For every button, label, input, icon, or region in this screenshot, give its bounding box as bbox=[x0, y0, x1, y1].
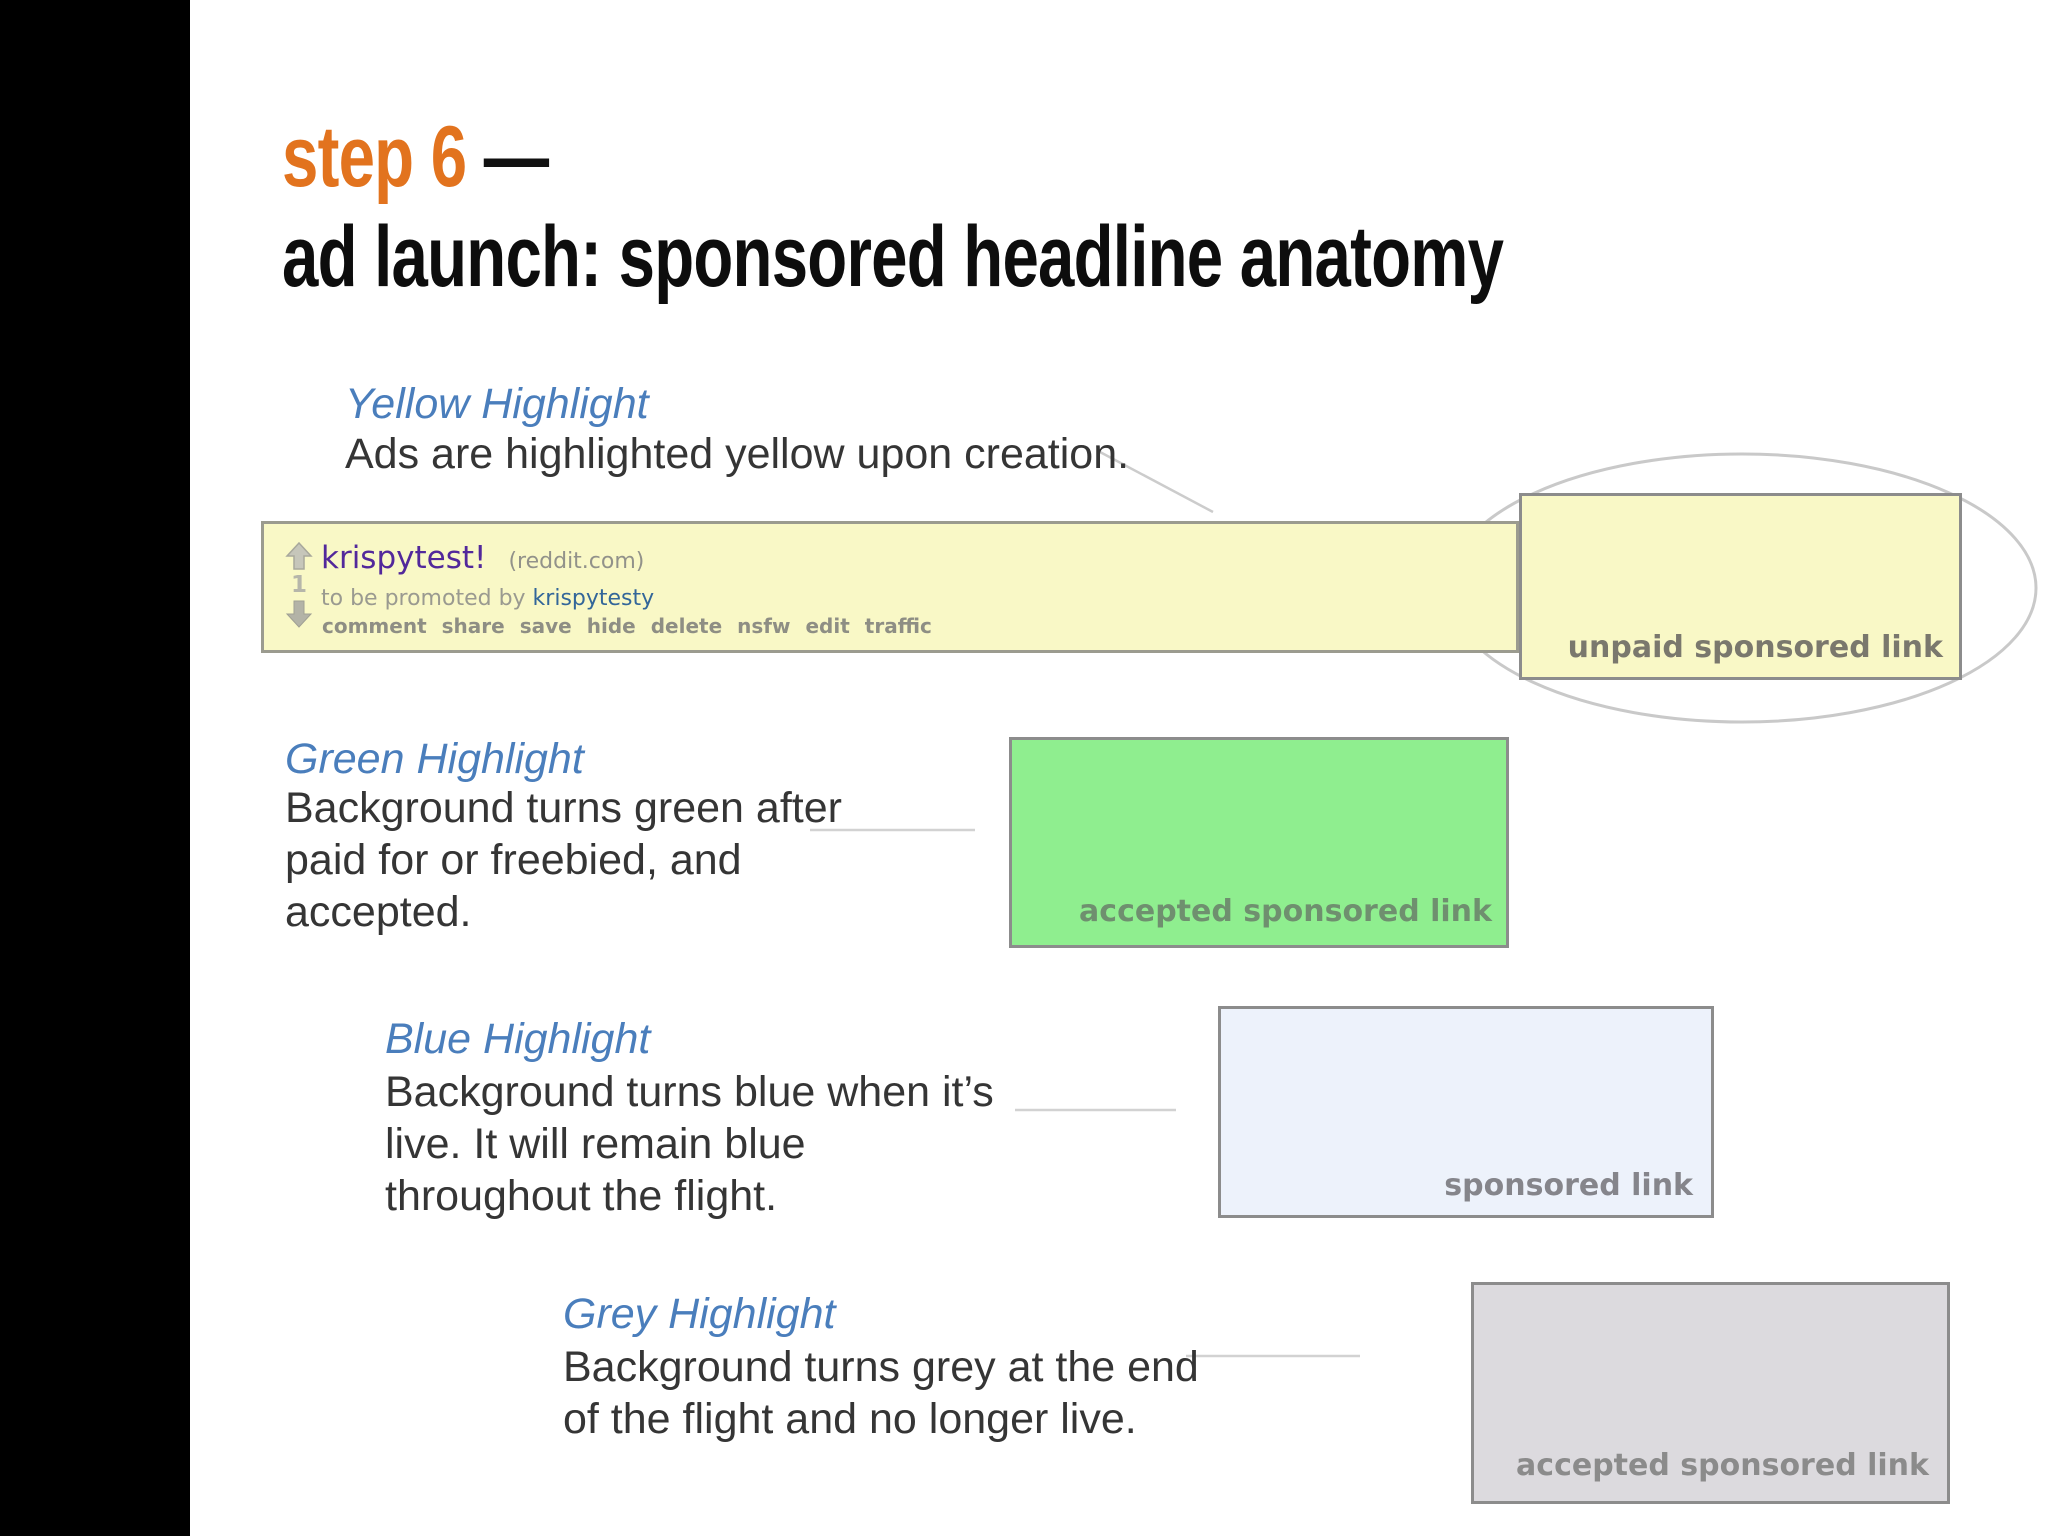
blue-highlight-body: Background turns blue when it’s live. It… bbox=[385, 1068, 994, 1220]
pointer-line-yellow bbox=[1099, 450, 1214, 514]
accepted-sponsored-label-grey: accepted sponsored link bbox=[1516, 1448, 1929, 1483]
ad-domain: (reddit.com) bbox=[508, 549, 645, 574]
ad-tagline: to be promoted by krispytesty bbox=[321, 586, 654, 611]
ad-link-hide[interactable]: hide bbox=[586, 614, 636, 638]
accepted-sponsored-label-green: accepted sponsored link bbox=[1079, 894, 1492, 929]
accepted-sponsored-swatch-grey: accepted sponsored link bbox=[1471, 1282, 1950, 1504]
vote-score: 1 bbox=[290, 572, 307, 598]
green-highlight-heading: Green Highlight bbox=[285, 735, 584, 783]
blue-highlight-heading: Blue Highlight bbox=[385, 1015, 651, 1063]
ad-link-edit[interactable]: edit bbox=[805, 614, 850, 638]
sponsored-swatch-blue: sponsored link bbox=[1218, 1006, 1714, 1218]
ad-link-nsfw[interactable]: nsfw bbox=[737, 614, 791, 638]
grey-highlight-body: Background turns grey at the end of the … bbox=[563, 1343, 1199, 1443]
sponsored-label-blue: sponsored link bbox=[1444, 1168, 1693, 1203]
yellow-highlight-heading: Yellow Highlight bbox=[345, 380, 649, 428]
downvote-icon[interactable] bbox=[285, 600, 313, 628]
unpaid-sponsored-label: unpaid sponsored link bbox=[1567, 630, 1943, 665]
green-highlight-body: Background turns green after paid for or… bbox=[285, 784, 842, 936]
accepted-sponsored-swatch-green: accepted sponsored link bbox=[1009, 737, 1509, 948]
page-title-line2: ad launch: sponsored headline anatomy bbox=[282, 209, 1504, 305]
ad-link-delete[interactable]: delete bbox=[650, 614, 723, 638]
ad-link-share[interactable]: share bbox=[441, 614, 505, 638]
ad-link-traffic[interactable]: traffic bbox=[864, 614, 932, 638]
title-dash: — bbox=[483, 109, 549, 205]
unpaid-sponsored-swatch: unpaid sponsored link bbox=[1519, 493, 1962, 680]
page-title-line1: step 6 — bbox=[282, 108, 549, 206]
step-number: step 6 bbox=[282, 109, 484, 205]
ad-tagline-prefix: to be promoted by bbox=[321, 586, 533, 611]
ad-link-comment[interactable]: comment bbox=[322, 614, 427, 638]
left-black-bar bbox=[0, 0, 190, 1536]
ad-submitter-link[interactable]: krispytesty bbox=[532, 586, 655, 611]
grey-highlight-heading: Grey Highlight bbox=[563, 1290, 836, 1338]
yellow-highlight-body: Ads are highlighted yellow upon creation… bbox=[345, 430, 1130, 478]
ad-action-links: comment share save hide delete nsfw edit traffi… bbox=[322, 614, 947, 638]
reddit-ad-row: 1 krispytest! (reddit.com) to be promoted… bbox=[261, 521, 1519, 653]
ad-link-save[interactable]: save bbox=[519, 614, 572, 638]
ad-title-link[interactable]: krispytest! bbox=[321, 540, 487, 576]
upvote-icon[interactable] bbox=[285, 542, 313, 570]
